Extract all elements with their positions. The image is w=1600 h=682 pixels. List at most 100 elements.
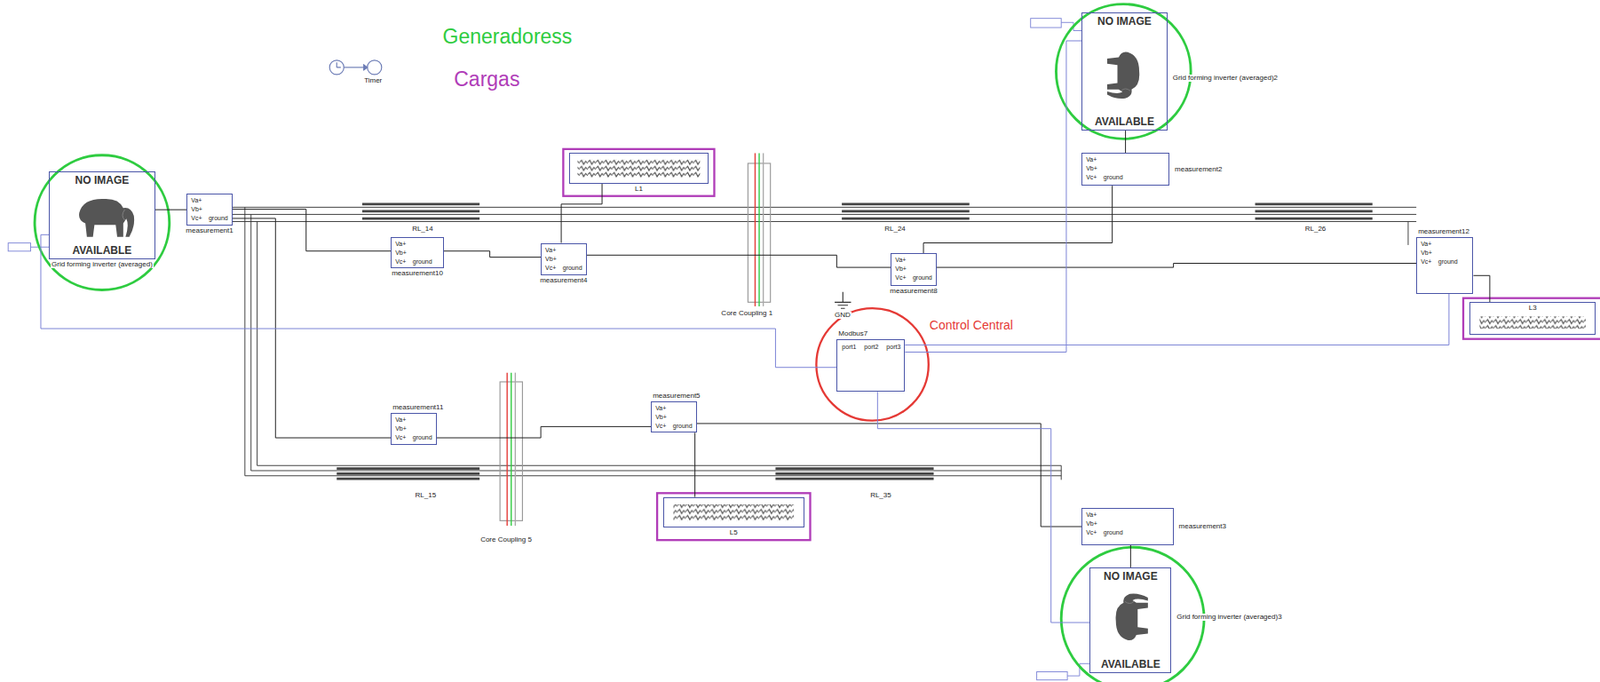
block-name: measurement12: [1417, 228, 1471, 236]
inverter-block: NO IMAGEAVAILABLEGrid forming inverter (…: [48, 171, 156, 260]
inverter-block: NO IMAGEAVAILABLEGrid forming inverter (…: [1081, 12, 1168, 131]
drawing-stroke: [1061, 221, 1409, 480]
pin-name: Vc+: [190, 214, 203, 222]
drawing-stroke: [79, 198, 135, 238]
power-wire: [232, 209, 391, 252]
power-wire: [443, 251, 541, 258]
placeholder-text: NO IMAGE: [1096, 15, 1153, 27]
measurement-block: measurement1Va+Vb+Vc+ground: [186, 193, 232, 226]
pin-name: Vc+: [544, 264, 557, 271]
pin-name: ground: [562, 264, 584, 271]
pin-name: Vc+: [1419, 258, 1433, 265]
inverter-block: NO IMAGEAVAILABLEGrid forming inverter (…: [1089, 567, 1172, 674]
pin-name: Vb+: [394, 425, 408, 432]
pin-name: Vb+: [894, 265, 908, 272]
pin-name: ground: [672, 422, 694, 429]
drawing-stroke: [363, 63, 368, 71]
pin-name: Vc+: [654, 422, 667, 429]
drawing-stroke: [1479, 316, 1586, 329]
pin-name: port3: [885, 343, 902, 350]
drawing-stroke: [754, 152, 756, 306]
component-label: RL_14: [411, 225, 435, 233]
load-images: [577, 158, 1585, 521]
measurement-block: measurement3Va+Vb+Vc+ground: [1081, 507, 1173, 545]
component-label: GND: [833, 311, 852, 319]
drawing-stroke: [562, 149, 714, 197]
block-name: Grid forming inverter (averaged)2: [1172, 74, 1279, 82]
drawing-stroke: [367, 60, 382, 75]
block-name: measurement5: [651, 392, 701, 400]
drawing-stroke: [1107, 52, 1140, 100]
component-label: Core Coupling 5: [479, 536, 533, 544]
modbus-block: Modbus7port1port2port3: [836, 339, 905, 393]
pin-name: Va+: [654, 404, 667, 412]
pin-name: Vb+: [1085, 165, 1099, 172]
pin-name: Va+: [1085, 156, 1098, 163]
pin-name: port2: [863, 343, 880, 350]
power-wire: [1124, 130, 1126, 153]
measurement-block: measurement5Va+Vb+Vc+ground: [650, 401, 697, 434]
power-wire: [232, 218, 391, 438]
placeholder-text: AVAILABLE: [1093, 116, 1156, 127]
drawing-stroke: [657, 492, 810, 540]
drawing-stroke: [1055, 4, 1191, 140]
drawing-stroke: [1255, 204, 1373, 219]
drawing-stroke: [514, 372, 516, 526]
block-name: measurement10: [390, 269, 444, 278]
signal-wire: [877, 391, 1090, 623]
annotation-text: Control Central: [928, 318, 1014, 332]
drawing-stroke: [245, 206, 258, 476]
pin-name: ground: [911, 274, 934, 281]
pin-name: Va+: [1085, 511, 1098, 518]
block-name: Modbus7: [837, 330, 869, 338]
pin-name: Vb+: [190, 205, 204, 213]
component-label: Timer: [363, 77, 383, 85]
pin-name: Vc+: [1085, 174, 1098, 181]
drawing-stroke: [577, 158, 700, 178]
placeholder-text: AVAILABLE: [71, 245, 133, 256]
block-name: L3: [1528, 304, 1538, 312]
block-name: Grid forming inverter (averaged): [50, 261, 154, 269]
component-label: RL_35: [869, 491, 893, 500]
drawing-stroke: [1116, 593, 1149, 641]
load-block: L3: [1469, 301, 1597, 335]
pin-name: Vc+: [394, 258, 407, 265]
placeholder-text: NO IMAGE: [1102, 570, 1159, 582]
annotation-text: Cargas: [452, 69, 521, 90]
measurement-block: measurement10Va+Vb+Vc+ground: [390, 237, 444, 270]
power-wire: [436, 426, 652, 438]
block-name: measurement1: [184, 227, 234, 235]
core-coupling: [499, 152, 771, 526]
signal-wire: [904, 40, 1082, 353]
load-block: L5: [663, 497, 805, 528]
rl-line-symbols: [336, 204, 1372, 479]
signal-wire: [904, 293, 1450, 345]
pin-name: port1: [840, 343, 857, 350]
pin-name: Va+: [1419, 240, 1433, 247]
drawing-stroke: [1463, 298, 1600, 340]
pin-name: Vc+: [1085, 529, 1098, 536]
measurement-block: measurement12Va+Vb+Vc+ground: [1416, 237, 1474, 294]
pin-name: Vc+: [894, 274, 907, 281]
drawing-stroke: [758, 152, 760, 306]
pin-name: Va+: [544, 246, 557, 254]
drawing-stroke: [1037, 672, 1068, 681]
drawing-stroke: [7, 243, 31, 252]
power-wire: [155, 209, 188, 211]
block-name: Grid forming inverter (averaged)3: [1175, 613, 1283, 621]
annotation-text: Generadoress: [442, 26, 574, 48]
block-name: measurement3: [1178, 522, 1228, 531]
drawing-stroke: [336, 62, 341, 68]
measurement-block: measurement11Va+Vb+Vc+ground: [390, 412, 436, 445]
drawing-stroke: [343, 66, 365, 68]
power-wire: [1473, 275, 1490, 302]
component-label: Core Coupling 1: [720, 309, 774, 317]
power-wire: [936, 263, 1417, 269]
pin-name: Va+: [394, 240, 407, 247]
drawing-stroke: [841, 204, 970, 219]
power-wire: [923, 185, 1113, 254]
drawing-stroke: [34, 155, 170, 291]
measurement-block: measurement4Va+Vb+Vc+ground: [540, 243, 587, 277]
